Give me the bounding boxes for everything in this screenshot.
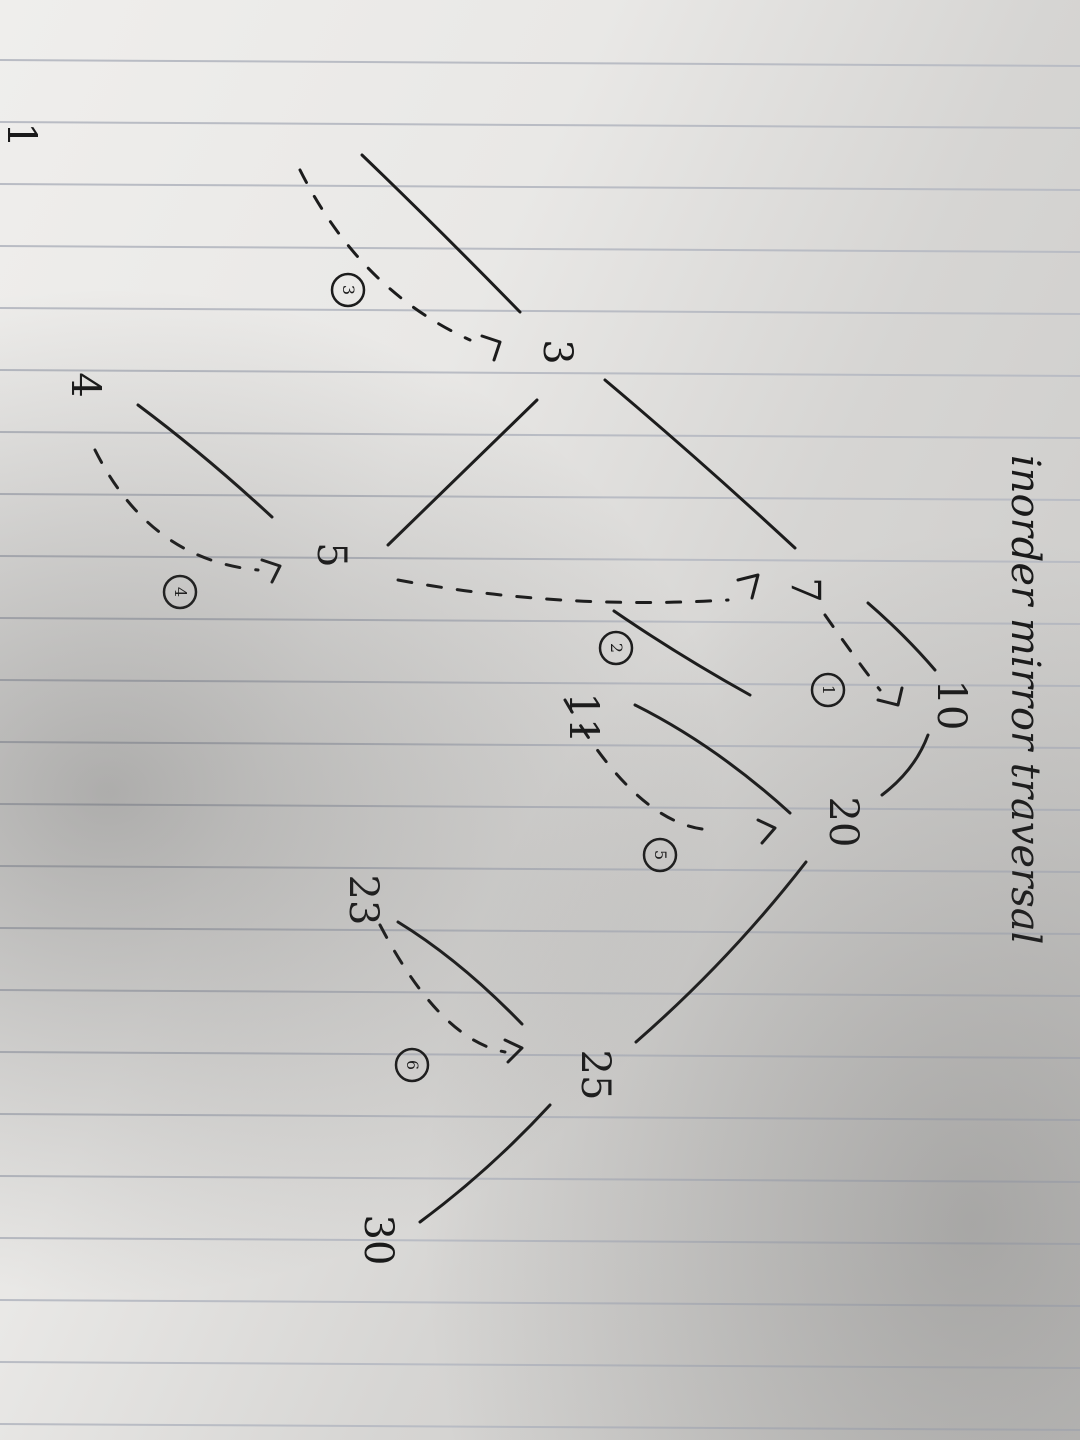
step-markers: 1 2 3 4 5 6 <box>162 272 846 1083</box>
node-3: 3 <box>534 339 580 364</box>
thread-5-7 <box>396 578 730 604</box>
step-marker-4: 4 <box>162 574 198 610</box>
svg-text:5: 5 <box>651 850 670 860</box>
diagram-title: inorder mirror traversal <box>1002 455 1048 944</box>
svg-text:3: 3 <box>339 285 358 295</box>
edge-10-7 <box>866 601 937 672</box>
edge-7-5 <box>612 609 752 697</box>
thread-11-20 <box>563 698 717 832</box>
arrow-head-5 <box>756 818 777 845</box>
thread-arrowheads <box>260 334 904 1064</box>
arrow-head-1 <box>876 686 904 707</box>
step-marker-1: 1 <box>810 672 846 708</box>
svg-text:2: 2 <box>607 643 626 653</box>
svg-text:1: 1 <box>819 685 838 695</box>
step-marker-6: 6 <box>394 1047 430 1083</box>
node-25: 25 <box>572 1050 618 1101</box>
edge-5-4 <box>136 403 274 519</box>
svg-text:4: 4 <box>171 587 190 597</box>
edge-20-25 <box>634 860 808 1044</box>
arrow-head-3 <box>480 334 502 362</box>
node-10: 10 <box>928 680 974 731</box>
node-23: 23 <box>340 875 386 926</box>
thread-4-5 <box>93 448 260 572</box>
node-1: 1 <box>0 122 44 147</box>
node-7: 7 <box>782 577 828 602</box>
step-marker-5: 5 <box>642 837 678 873</box>
step-marker-3: 3 <box>330 272 366 308</box>
arrow-head-4 <box>260 558 282 584</box>
arrow-head-6 <box>503 1038 524 1064</box>
edge-20-11 <box>633 703 792 815</box>
ruled-lines <box>0 59 1080 1431</box>
edge-5-3 <box>386 398 539 547</box>
arrow-head-2 <box>736 573 760 600</box>
tree-edges <box>136 153 937 1224</box>
edge-7-3 <box>603 378 797 550</box>
node-30: 30 <box>355 1215 401 1266</box>
node-20: 20 <box>820 797 866 848</box>
thread-links <box>93 168 882 1054</box>
svg-text:6: 6 <box>403 1060 422 1070</box>
edge-10-20 <box>880 733 930 797</box>
edge-3-1 <box>360 153 522 314</box>
thread-23-25 <box>378 923 507 1054</box>
node-4: 4 <box>62 372 108 397</box>
node-11: 11 <box>560 693 606 744</box>
step-marker-2: 2 <box>598 630 634 666</box>
edge-25-30 <box>418 1103 552 1224</box>
thread-1-3 <box>298 168 472 342</box>
edge-25-23 <box>396 920 524 1026</box>
tree-nodes: 10 7 20 5 11 25 3 4 23 30 1 <box>0 122 974 1265</box>
thread-7-10 <box>823 613 882 692</box>
node-5: 5 <box>308 542 354 567</box>
